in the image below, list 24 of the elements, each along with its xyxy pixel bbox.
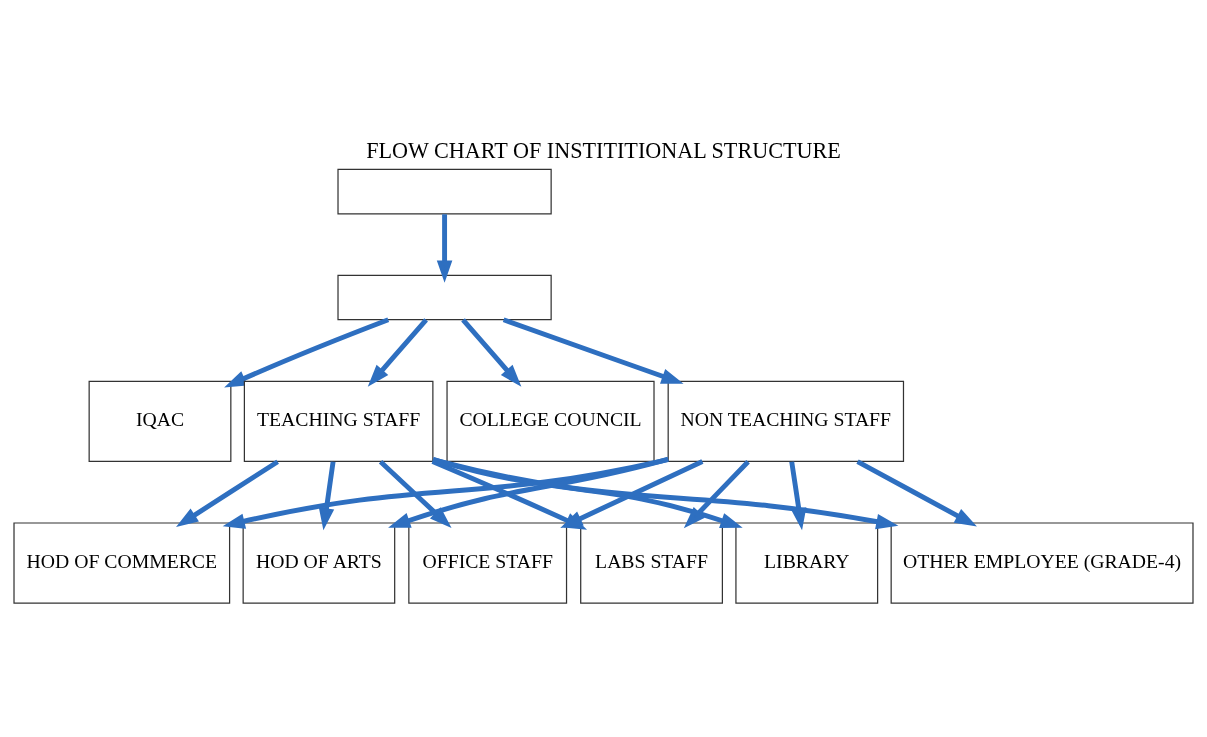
arrow bbox=[856, 458, 977, 526]
node-box: OTHER EMPLOYEE (GRADE-4) bbox=[890, 521, 1194, 604]
arrow bbox=[176, 459, 279, 527]
arrow bbox=[683, 459, 750, 528]
node-box: LABS STAFF bbox=[580, 521, 723, 604]
arrow bbox=[789, 460, 807, 530]
arrow bbox=[461, 317, 522, 387]
node-box: HOD OF COMMERCE bbox=[13, 521, 231, 604]
node-box bbox=[337, 274, 552, 320]
node-box: TEACHING STAFF bbox=[243, 380, 434, 462]
node-box: IQAC bbox=[88, 380, 232, 462]
node-box: OFFICE STAFF bbox=[408, 521, 568, 604]
arrow bbox=[367, 317, 428, 387]
node-box bbox=[337, 168, 552, 214]
node-box: HOD OF ARTS bbox=[242, 521, 396, 604]
node-box: NON TEACHING STAFF bbox=[667, 380, 905, 462]
arrow bbox=[318, 460, 336, 530]
arrow bbox=[378, 459, 452, 528]
diagram-title: FLOW CHART OF INSTITITIONAL STRUCTURE bbox=[366, 137, 841, 163]
arrow bbox=[502, 316, 684, 384]
arrow bbox=[436, 213, 453, 283]
node-box: LIBRARY bbox=[735, 521, 879, 604]
node-box: COLLEGE COUNCIL bbox=[446, 380, 655, 462]
arrow bbox=[224, 316, 390, 387]
